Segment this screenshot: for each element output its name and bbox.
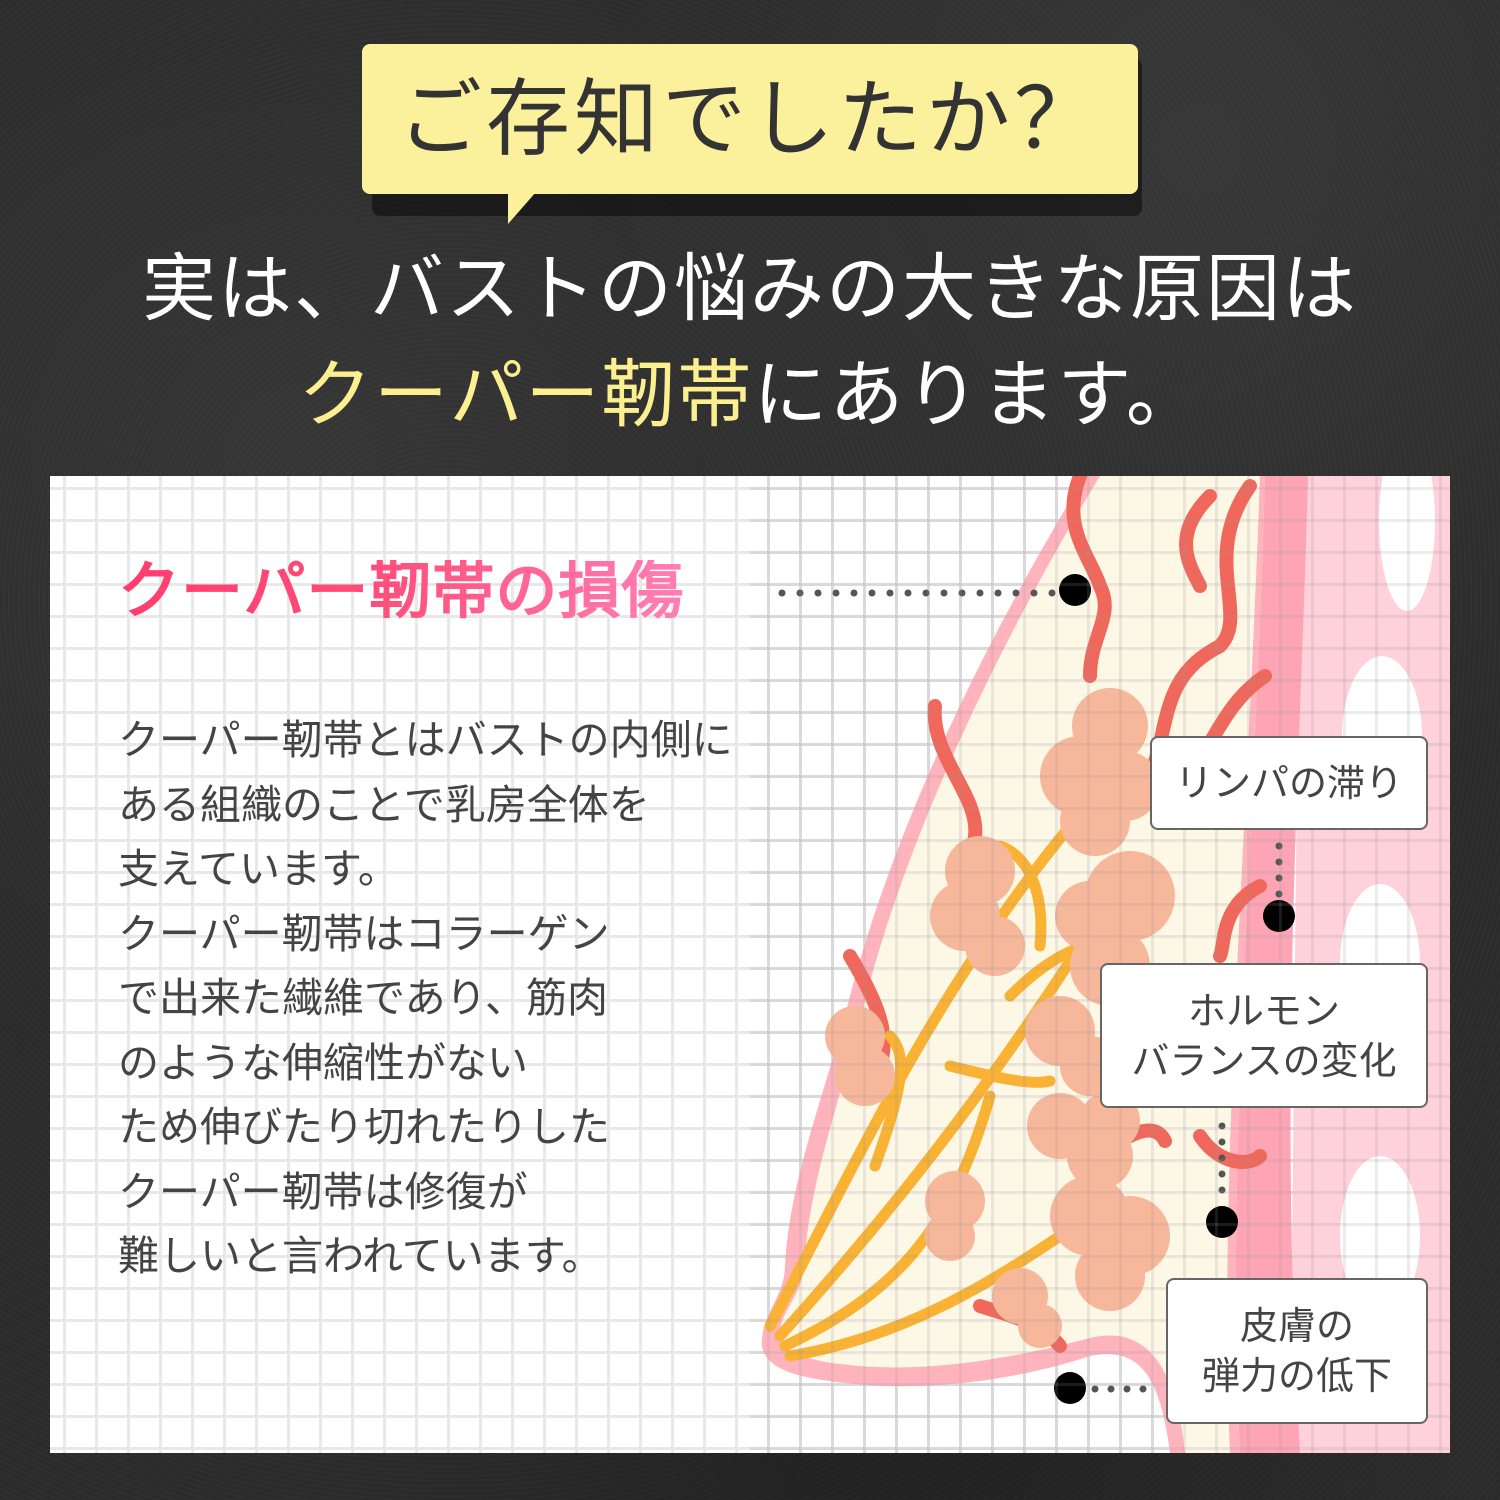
body-line: クーパー靭帯とはバストの内側に [118, 716, 733, 764]
label-lymph-stagnation: リンパの滞り [1150, 736, 1428, 830]
body-line: ある組織のことで乳房全体を [118, 780, 650, 829]
body-line: ため伸びたり切れたりした [118, 1103, 610, 1151]
fat-cell-shape [1379, 476, 1435, 611]
headline-line-2: クーパー靭帯にあります。 [0, 358, 1500, 432]
headline-line-2-rest: にあります。 [753, 352, 1202, 438]
label-skin-line-1: 皮膚の [1239, 1304, 1354, 1348]
label-hormone-change: ホルモン バランスの変化 [1100, 963, 1428, 1108]
label-skin-line-2: 弾力の低下 [1201, 1354, 1392, 1398]
callout-question: ご存知でしたか？ [397, 70, 1102, 168]
marker-lymph [1263, 900, 1295, 932]
body-line: のような伸縮性がない [118, 1038, 528, 1087]
label-skin-elasticity: 皮膚の 弾力の低下 [1166, 1278, 1428, 1424]
label-hormone-line-1: ホルモン [1187, 988, 1340, 1033]
label-hormone-line-2: バランスの変化 [1131, 1038, 1397, 1083]
breast-anatomy-illustration [761, 476, 1450, 1453]
headline-line-1: 実は、バストの悩みの大きな原因は [142, 246, 1358, 332]
body-line: クーパー靭帯は修復が [118, 1167, 528, 1216]
body-line: で出来た繊維であり、筋肉 [118, 974, 608, 1022]
body-line: 難しいと言われています。 [118, 1232, 603, 1280]
marker-hormone [1206, 1206, 1238, 1238]
section-title: クーパー靭帯の損傷 [118, 554, 685, 627]
marker-ligament-damage [1059, 574, 1091, 606]
info-panel: クーパー靭帯の損傷 クーパー靭帯とはバストの内側に ある組織のことで乳房全体を … [50, 476, 1450, 1453]
callout-bubble-tail [508, 192, 536, 224]
headline-highlight: クーパー靭帯 [298, 352, 754, 438]
body-line: 支えています。 [118, 845, 399, 893]
callout-bubble: ご存知でしたか？ [362, 44, 1138, 194]
marker-skin [1054, 1372, 1086, 1404]
body-text: クーパー靭帯とはバストの内側に ある組織のことで乳房全体を 支えています。 クー… [118, 708, 858, 1289]
label-lymph-text: リンパの滞り [1174, 761, 1403, 805]
body-line: クーパー靭帯はコラーゲン [118, 909, 610, 958]
